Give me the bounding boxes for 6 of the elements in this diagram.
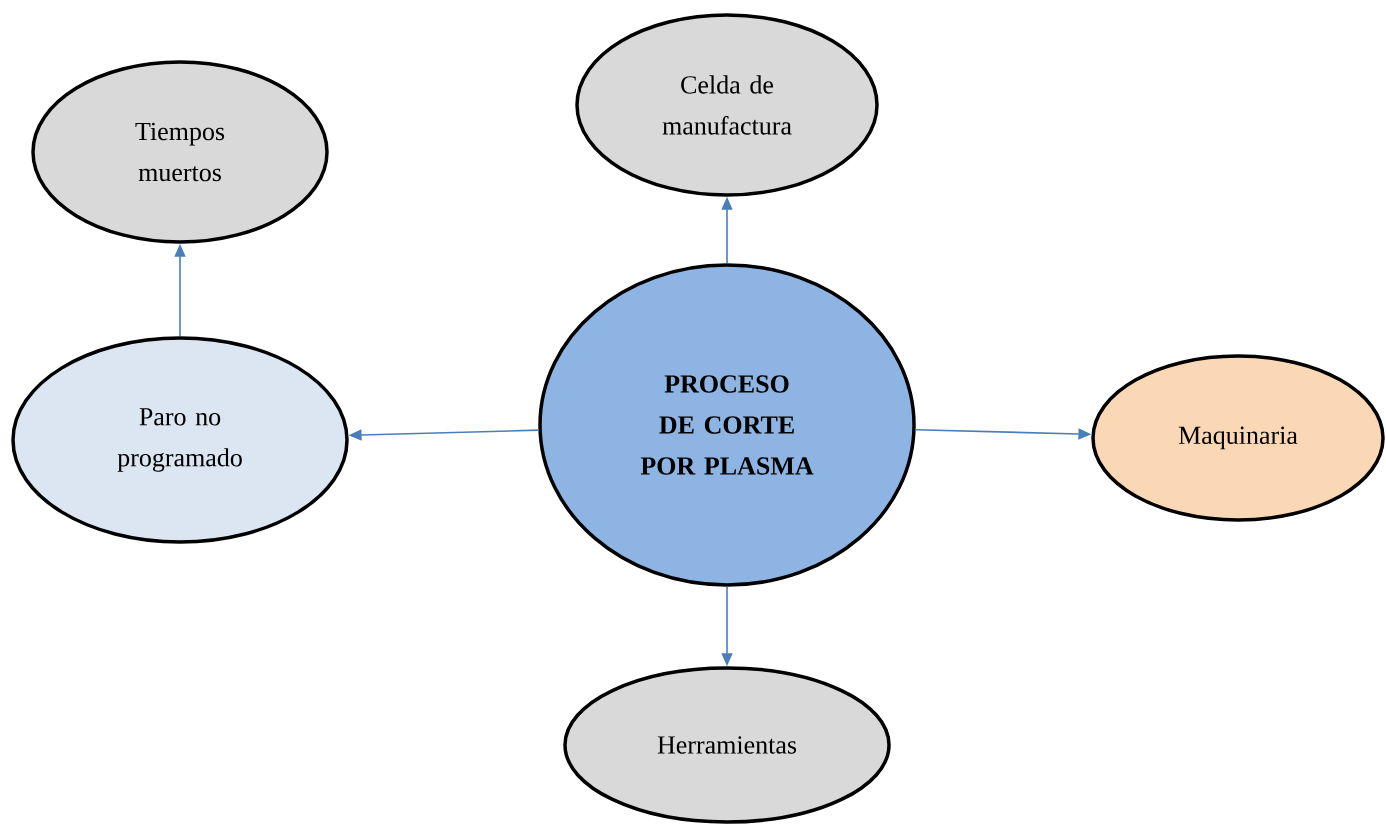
ellipse-node: PROCESO DE CORTE POR PLASMA bbox=[538, 263, 916, 587]
ellipse-node: Tiempos muertos bbox=[31, 60, 329, 244]
ellipse-node: Herramientas bbox=[563, 666, 891, 824]
ellipse-node: Celda de manufactura bbox=[575, 13, 879, 197]
ellipse-node: Maquinaria bbox=[1091, 354, 1385, 522]
ellipse-node: Paro no programado bbox=[11, 336, 349, 544]
